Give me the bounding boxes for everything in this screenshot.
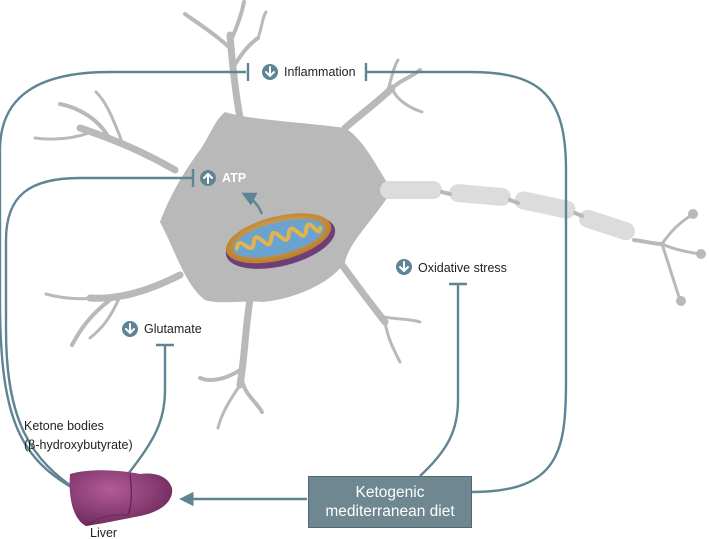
ketogenic-diet-box: Ketogenic mediterranean diet [308, 476, 472, 528]
axon-terminal-bulb [696, 249, 706, 259]
neuron-dendrites [33, 0, 424, 430]
axon-segment [380, 181, 442, 199]
neuron [33, 0, 706, 430]
glutamate-label: Glutamate [144, 322, 202, 336]
diet-label-line1: Ketogenic [355, 484, 425, 501]
pathway-ketone-inflammation [0, 70, 246, 494]
liver-icon [69, 470, 173, 527]
pathway-ketone-glutamate [127, 346, 167, 475]
inflammation-label: Inflammation [284, 65, 356, 79]
atp-label: ATP [222, 171, 246, 185]
axon-segment [578, 209, 636, 241]
oxidative-stress-label: Oxidative stress [418, 261, 507, 275]
pathway-ketone-atp [4, 176, 192, 494]
neuron-soma [160, 112, 392, 303]
arrow-mitochondrion-to-atp [241, 192, 264, 215]
neuron-axon [380, 181, 706, 306]
axon-segment [514, 191, 576, 219]
pathway-diet-inflammation [366, 70, 568, 494]
diet-label-line2: mediterranean diet [325, 503, 455, 520]
atp-indicator: ATP [200, 170, 246, 186]
inflammation-indicator: Inflammation [262, 64, 356, 80]
ketone-bodies-label: Ketone bodies [24, 419, 104, 433]
axon-segment [449, 184, 511, 206]
glutamate-indicator: Glutamate [122, 321, 202, 337]
axon-terminal-bulb [688, 209, 698, 219]
axon-terminal-bulb [676, 296, 686, 306]
oxidative-stress-indicator: Oxidative stress [396, 259, 507, 275]
ketone-bodies-sublabel: (β-hydroxybutyrate) [24, 438, 133, 452]
liver-label: Liver [90, 526, 117, 539]
mitochondrion [225, 213, 336, 269]
pathways [0, 63, 568, 507]
pathway-diet-oxidative [419, 284, 460, 477]
